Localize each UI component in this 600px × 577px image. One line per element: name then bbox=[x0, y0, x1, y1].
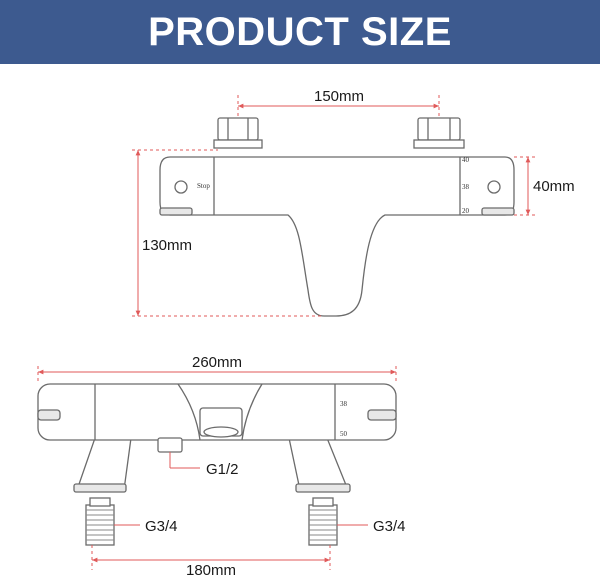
left-button bbox=[174, 180, 188, 194]
right-button bbox=[487, 180, 501, 194]
right-hex-nut bbox=[417, 117, 461, 141]
bottom-dial-mark-top: 38 bbox=[340, 400, 348, 408]
dial-mark-bottom: 20 bbox=[462, 207, 470, 215]
thread-lines bbox=[86, 509, 337, 541]
bottom-dial-mark-bottom: 50 bbox=[340, 430, 348, 438]
height-40-label: 40mm bbox=[533, 178, 575, 195]
dial-mark-middle: 38 bbox=[462, 183, 470, 191]
height-130-label: 130mm bbox=[142, 237, 192, 254]
left-hex-nut bbox=[217, 117, 259, 141]
page-title: PRODUCT SIZE bbox=[148, 9, 452, 54]
header-banner: PRODUCT SIZE bbox=[0, 0, 600, 64]
width-260-label: 260mm bbox=[192, 354, 242, 371]
stop-label: Stop bbox=[197, 182, 210, 190]
outlet-g12-label: G1/2 bbox=[206, 461, 239, 478]
mixer-body bbox=[159, 156, 515, 317]
right-inlet-g34-label: G3/4 bbox=[373, 518, 406, 535]
dial-mark-top: 40 bbox=[462, 156, 470, 164]
top-view-dimensions bbox=[132, 95, 535, 317]
width-150-label: 150mm bbox=[314, 88, 364, 105]
bottom-view-faucet bbox=[37, 383, 397, 546]
spacing-180-label: 180mm bbox=[186, 562, 236, 577]
bottom-view-dimensions bbox=[37, 366, 397, 570]
left-inlet-g34-label: G3/4 bbox=[145, 518, 178, 535]
top-view-faucet bbox=[159, 117, 515, 317]
